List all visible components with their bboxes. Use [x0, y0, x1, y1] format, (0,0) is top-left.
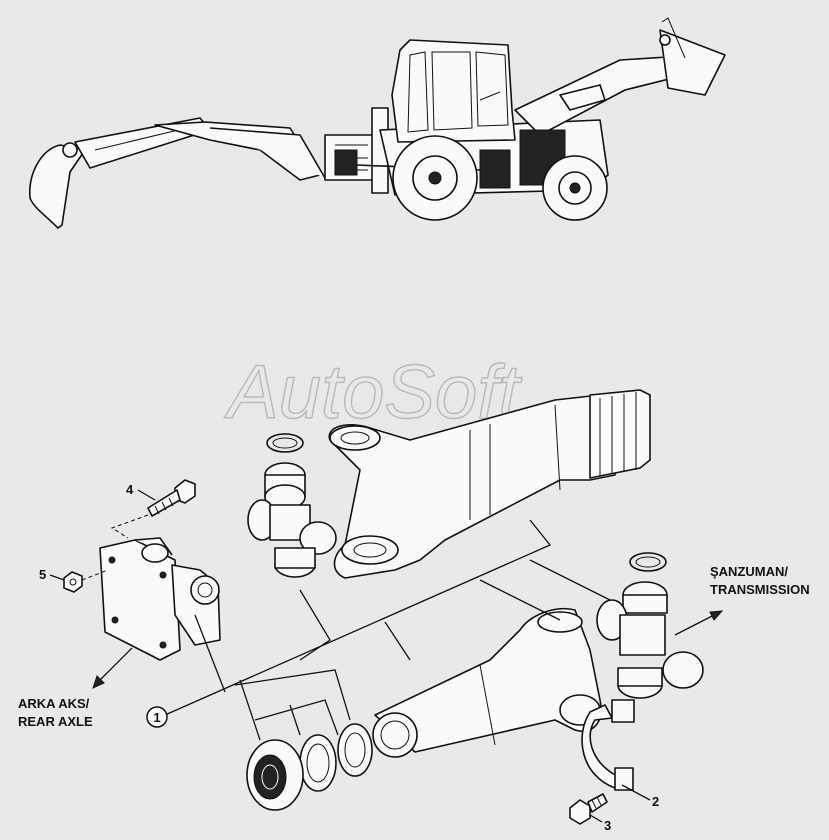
- callout-5-leader: [49, 574, 65, 581]
- clamp-strap: [581, 699, 635, 791]
- rear-axle-arrow: [92, 647, 133, 689]
- axle-flange-yoke: [99, 537, 221, 661]
- transmission-arrow: [674, 610, 724, 636]
- snap-ring-upper: [266, 433, 304, 453]
- assembly-dashed-lines: [81, 514, 149, 581]
- bolt-item-4: [147, 479, 196, 517]
- callout-4-leader: [137, 489, 156, 501]
- callout-1-number: 1: [153, 710, 160, 725]
- callout-3-number: 3: [604, 818, 611, 833]
- rear-axle-label-en: REAR AXLE: [18, 714, 93, 729]
- callout-1-circle: [146, 706, 168, 728]
- callout-2-number: 2: [652, 794, 659, 809]
- backhoe-loader-illustration: [29, 17, 726, 229]
- callout-3-leader: [589, 814, 603, 823]
- snap-ring-right: [629, 552, 667, 572]
- dust-cap-nut: [246, 739, 304, 811]
- callout-5-number: 5: [39, 567, 46, 582]
- universal-joint-upper: [247, 462, 337, 578]
- callout-1-leaders: [164, 519, 611, 741]
- watermark: AutoSoft: [224, 350, 522, 435]
- callout-2-leader: [621, 784, 651, 801]
- tube-yoke-shaft: [372, 607, 602, 758]
- rear-axle-label-tr: ARKA AKS/: [18, 696, 90, 711]
- slip-yoke-splined-shaft: [328, 389, 651, 579]
- transmission-label-tr: ŞANZUMAN/: [710, 564, 788, 579]
- transmission-label-en: TRANSMISSION: [710, 582, 810, 597]
- nut-item-5: [63, 571, 83, 593]
- universal-joint-right: [596, 581, 704, 699]
- seal-washer-set: [299, 723, 373, 792]
- callout-4-number: 4: [126, 482, 134, 497]
- bolt-item-3: [569, 793, 608, 825]
